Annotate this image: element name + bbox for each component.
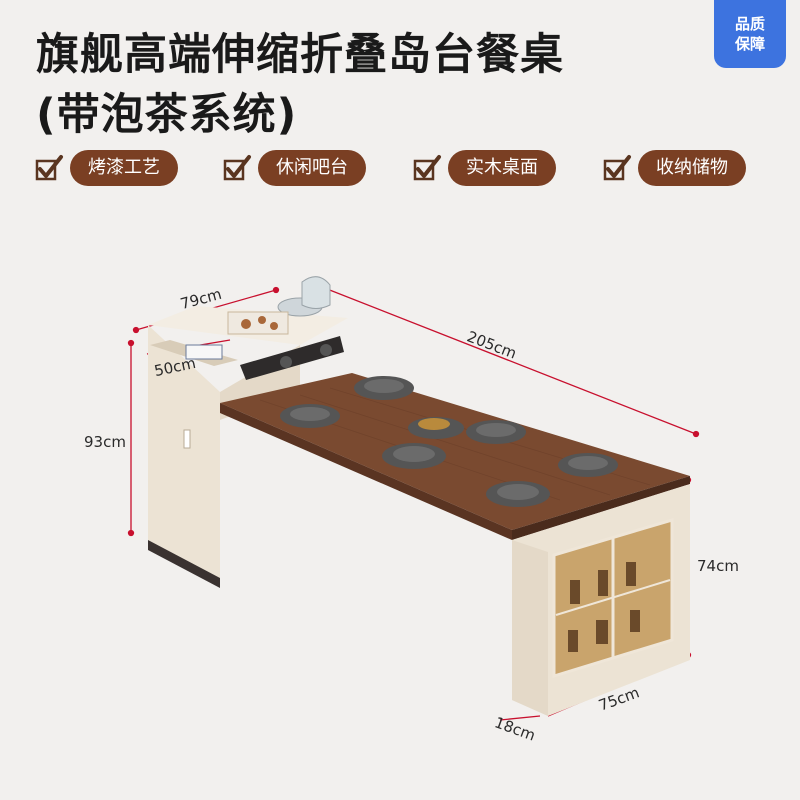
- quality-badge-line2: 保障: [734, 35, 765, 53]
- dimension-label-table-height: 74cm: [697, 557, 739, 575]
- quality-badge-line1: 品质: [734, 15, 765, 33]
- dimension-label-cabinet-height: 93cm: [84, 433, 126, 451]
- page-subtitle: (带泡茶系统): [36, 90, 298, 140]
- left-cabinet: [148, 276, 348, 588]
- checkbox-icon: [413, 155, 441, 181]
- feature-item: 烤漆工艺: [34, 148, 178, 188]
- checkbox-icon: [35, 155, 63, 181]
- right-cabinet: [512, 484, 690, 716]
- feature-pill: 烤漆工艺: [70, 150, 178, 186]
- checkbox-icon: [603, 155, 631, 181]
- feature-list: 烤漆工艺 休闲吧台 实木桌面 收纳储物: [34, 148, 774, 188]
- feature-item: 实木桌面: [412, 148, 556, 188]
- checkbox-icon: [223, 155, 251, 181]
- quality-badge: 品质 保障: [714, 0, 786, 68]
- feature-pill: 休闲吧台: [258, 150, 366, 186]
- page-title: 旗舰高端伸缩折叠岛台餐桌: [36, 30, 564, 80]
- feature-item: 收纳储物: [602, 148, 746, 188]
- feature-pill: 收纳储物: [638, 150, 746, 186]
- feature-item: 休闲吧台: [222, 148, 366, 188]
- plates: [280, 376, 618, 507]
- feature-pill: 实木桌面: [448, 150, 556, 186]
